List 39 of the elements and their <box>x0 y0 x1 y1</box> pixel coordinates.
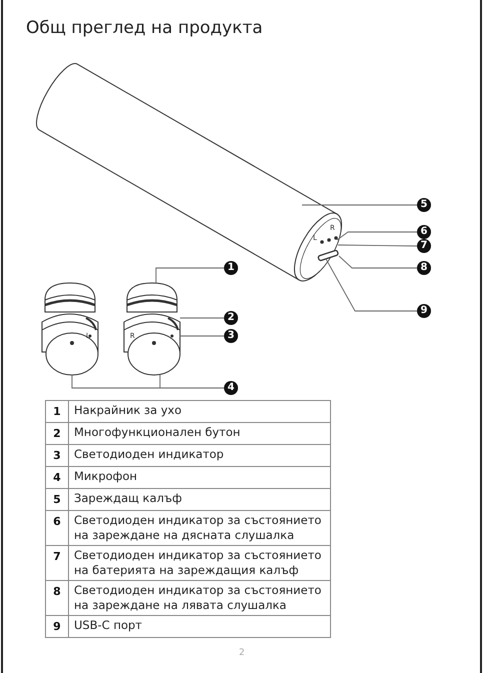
page-title: Общ преглед на продукта <box>26 18 263 38</box>
callout-number: 6 <box>417 225 431 239</box>
charging-case-drawing <box>36 63 342 282</box>
leader-line <box>338 244 418 246</box>
table-cell: Светодиоден индикатор за състоянието на батерията на зареждащия калъф <box>68 546 330 580</box>
callout-number: 1 <box>53 405 61 418</box>
callout-number: 7 <box>417 239 431 253</box>
table-cell: Светодиоден индикатор за състоянието на зареждане на дясната слушалка <box>68 510 330 546</box>
table-cell: Светодиоден индикатор <box>68 444 330 466</box>
table-cell: Микрофон <box>68 466 330 488</box>
callout-number: 1 <box>224 261 238 275</box>
leader-line <box>160 374 224 388</box>
callout-number: 6 <box>53 515 61 528</box>
callout-number: 4 <box>224 381 238 395</box>
table-cell: Зареждащ калъф <box>68 488 330 510</box>
leader-line <box>302 204 418 206</box>
callout-number: 2 <box>224 311 238 325</box>
table-cell: USB-C порт <box>68 616 330 638</box>
leader-line <box>326 258 418 312</box>
leader-line <box>336 232 418 240</box>
callout-number: 4 <box>53 471 61 484</box>
table-cell: Накрайник за ухо <box>68 400 330 422</box>
callout-number: 9 <box>417 304 431 318</box>
callout-number: 3 <box>53 449 61 462</box>
table-cell: Многофункционален бутон <box>68 422 330 444</box>
leader-line <box>338 256 418 268</box>
callout-number: 5 <box>417 198 431 212</box>
table-cell: Светодиоден индикатор за състоянието на зареждане на лявата слушалка <box>68 580 330 616</box>
callout-number: 3 <box>224 329 238 343</box>
callout-number: 2 <box>53 427 61 440</box>
earbud-drawing <box>42 282 98 376</box>
earbud-drawing <box>124 282 180 376</box>
callout-number: 8 <box>417 261 431 275</box>
page-number: 2 <box>239 648 245 658</box>
leader-line <box>156 268 224 284</box>
callout-number: 5 <box>53 493 61 506</box>
callout-number: 7 <box>53 550 61 563</box>
callout-number: 8 <box>53 585 61 598</box>
callout-number: 9 <box>53 620 61 633</box>
